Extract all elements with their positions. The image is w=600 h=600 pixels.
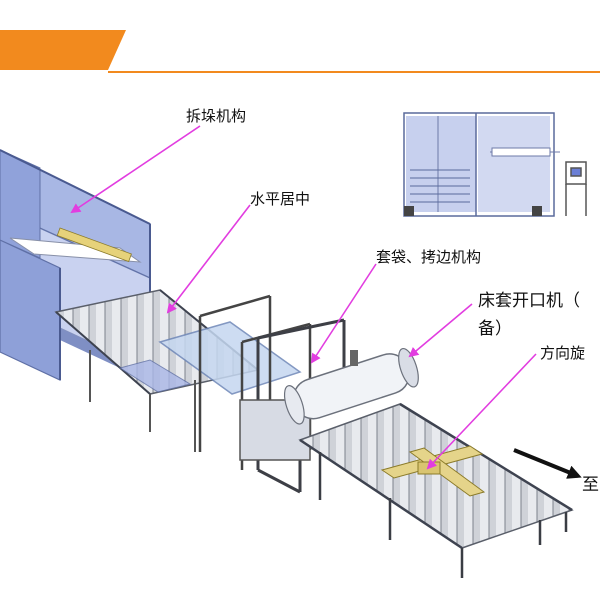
opener-pointer [408,303,473,358]
destacker-pointer [70,125,201,214]
direction-arrow-icon [513,448,582,479]
label-rotation: 方向旋 [540,344,586,362]
centering-pointer [166,204,251,314]
side-view-inset [403,112,587,217]
label-opener-line1: 床套开口机（ [478,291,580,311]
label-destination: 至 [582,475,599,495]
label-destacker: 拆垛机构 [186,107,247,125]
header-bar [0,30,600,73]
annotation-arrows [70,125,537,470]
bagging-machine [239,318,419,494]
label-bagging: 套袋、拷边机构 [376,248,482,266]
opener-conveyor [298,402,574,578]
bagging-pointer [310,263,377,364]
label-opener-line2: 备） [478,319,512,339]
rotation-pointer [426,353,537,470]
label-centering: 水平居中 [250,190,311,208]
